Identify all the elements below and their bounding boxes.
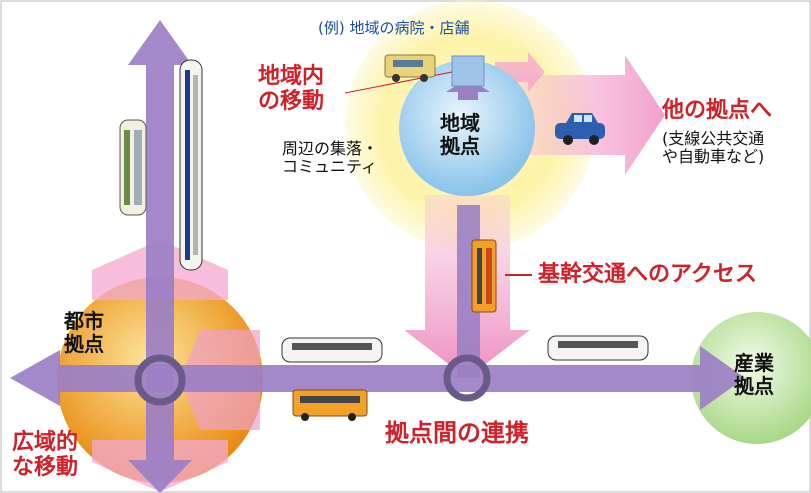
- wide-area-move-label: 広域的 な移動: [12, 430, 78, 481]
- surrounding-line1: 周辺の集落・: [282, 139, 379, 158]
- region-junction-ring: [443, 354, 491, 402]
- urban-hub-line1: 都市: [64, 309, 104, 333]
- industrial-hub-line1: 産業: [734, 351, 774, 375]
- to-other-hubs-label: 他の拠点へ: [662, 98, 773, 123]
- regional-hub-ball: [399, 60, 535, 196]
- facility-example-label: (例) 地域の病院・店舗: [318, 19, 470, 37]
- industrial-hub-line2: 拠点: [734, 374, 774, 398]
- industrial-hub-label: 産業 拠点: [734, 352, 774, 398]
- tram-icon-right: [547, 335, 649, 361]
- arrow-region-to-facility: [446, 78, 490, 100]
- regional-hub-label: 地域 拠点: [440, 112, 480, 158]
- surrounding-label: 周辺の集落・ コミュニティ: [282, 139, 379, 177]
- intra-region-move-label: 地域内 の移動: [258, 64, 324, 115]
- car-icon: [555, 113, 605, 145]
- bus-icon: [292, 389, 368, 421]
- regional-hub-line2: 拠点: [440, 134, 480, 158]
- intra-region-move-line1: 地域内: [258, 64, 325, 89]
- building-icon: [451, 55, 485, 87]
- urban-hub-label: 都市 拠点: [64, 310, 104, 356]
- industrial-hub-ball: [691, 312, 811, 444]
- tram-icon-left: [281, 337, 383, 363]
- trunk-access-label: 基幹交通へのアクセス: [538, 262, 757, 287]
- surrounding-line2: コミュニティ: [282, 157, 378, 177]
- vertical-train-left: [119, 119, 147, 216]
- wide-area-move-line2: な移動: [12, 455, 79, 481]
- arrow-horizontal-main: [10, 346, 745, 410]
- van-icon: [384, 54, 436, 82]
- to-other-sub-line1: (支線公共交通: [662, 129, 765, 148]
- intra-region-move-line2: の移動: [258, 89, 325, 115]
- urban-hub-line2: 拠点: [64, 332, 104, 356]
- regional-hub-line1: 地域: [440, 111, 480, 135]
- vertical-train-right: [179, 59, 203, 271]
- to-other-sub-line2: や自動車など): [662, 147, 765, 167]
- urban-junction-ring: [134, 354, 186, 406]
- to-other-hubs-sub: (支線公共交通 や自動車など): [662, 129, 765, 167]
- wide-area-move-line1: 広域的: [12, 430, 79, 455]
- hub-link-label: 拠点間の連携: [385, 419, 529, 447]
- trunk-bus-icon: [471, 239, 497, 313]
- arrow-vertical-main: [128, 20, 192, 493]
